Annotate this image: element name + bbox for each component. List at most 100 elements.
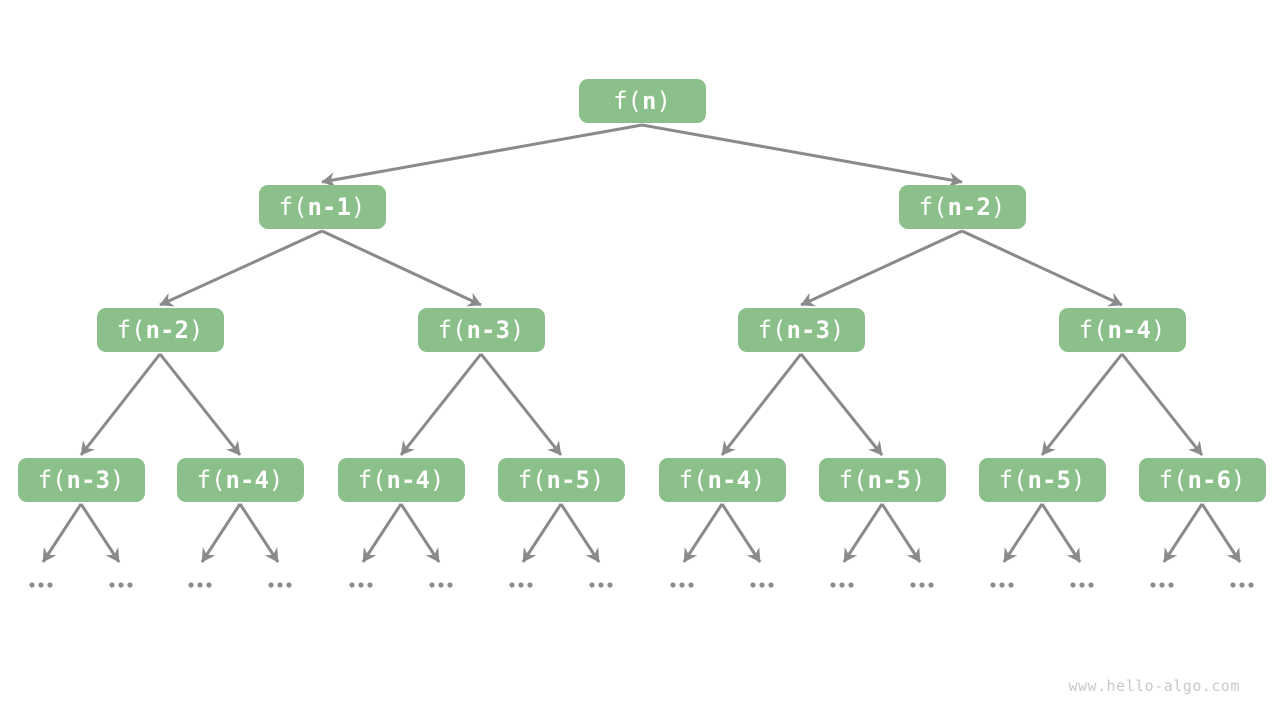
tree-node-n1: f(n-1): [258, 185, 386, 229]
tree-edge-arrow: [321, 229, 482, 307]
tree-node-n4: f(n-3): [417, 308, 545, 352]
tree-edge-arrow: [559, 503, 601, 563]
tree-node-n0: f(n): [578, 79, 706, 123]
node-label-prefix: f(: [196, 466, 226, 494]
node-label-suffix: ): [1070, 466, 1086, 494]
tree-node-n3: f(n-2): [96, 308, 224, 352]
node-label-prefix: f(: [437, 316, 467, 344]
tree-node-n9: f(n-4): [337, 458, 465, 502]
tree-edge-arrow: [880, 503, 922, 563]
ellipsis: [830, 582, 854, 588]
tree-node-n10: f(n-5): [497, 458, 625, 502]
ellipsis: [1150, 582, 1174, 588]
node-label-argument: n-1: [307, 193, 351, 221]
ellipsis: [29, 582, 53, 588]
node-label-suffix: ): [350, 193, 366, 221]
node-label-argument: n-5: [546, 466, 590, 494]
node-label-suffix: ): [509, 316, 525, 344]
node-label-suffix: ): [1150, 316, 1166, 344]
node-label-argument: n-3: [466, 316, 510, 344]
tree-node-n7: f(n-3): [17, 458, 145, 502]
ellipsis: [990, 582, 1014, 588]
node-label-suffix: ): [109, 466, 125, 494]
node-label-argument: n-4: [707, 466, 751, 494]
node-label-prefix: f(: [678, 466, 708, 494]
tree-edge-arrow: [361, 503, 403, 563]
node-label-suffix: ): [188, 316, 204, 344]
node-label-suffix: ): [990, 193, 1006, 221]
tree-node-n8: f(n-4): [176, 458, 304, 502]
tree-edge-arrow: [1040, 503, 1082, 563]
tree-edge-arrow: [399, 503, 441, 563]
tree-edge-arrow: [200, 503, 242, 563]
tree-node-n14: f(n-6): [1138, 458, 1266, 502]
ellipsis: [589, 582, 613, 588]
tree-edge-arrow: [961, 229, 1123, 307]
tree-edge-arrow: [321, 123, 643, 188]
node-label-prefix: f(: [918, 193, 948, 221]
ellipsis: [109, 582, 133, 588]
tree-edge-arrow: [159, 229, 323, 307]
tree-node-n5: f(n-3): [737, 308, 865, 352]
node-label-prefix: f(: [278, 193, 308, 221]
tree-edge-arrow: [799, 353, 884, 456]
ellipsis: [268, 582, 292, 588]
ellipsis: [910, 582, 934, 588]
tree-edge-arrow: [720, 353, 803, 456]
node-label-suffix: ): [268, 466, 284, 494]
ellipsis: [509, 582, 533, 588]
tree-node-n12: f(n-5): [818, 458, 946, 502]
tree-edge-arrow: [79, 353, 162, 456]
ellipsis: [188, 582, 212, 588]
tree-edge-arrow: [1002, 503, 1044, 563]
node-label-prefix: f(: [838, 466, 868, 494]
node-label-suffix: ): [1230, 466, 1246, 494]
tree-edge-arrow: [1120, 353, 1204, 456]
node-label-prefix: f(: [757, 316, 787, 344]
tree-edge-arrow: [79, 503, 121, 563]
node-label-argument: n-3: [786, 316, 830, 344]
tree-edge-arrow: [479, 353, 563, 456]
node-label-prefix: f(: [37, 466, 67, 494]
tree-node-n11: f(n-4): [658, 458, 786, 502]
node-label-prefix: f(: [517, 466, 547, 494]
node-label-argument: n-4: [386, 466, 430, 494]
node-label-argument: n-4: [1107, 316, 1151, 344]
node-label-suffix: ): [429, 466, 445, 494]
ellipsis: [1070, 582, 1094, 588]
node-label-argument: n-5: [1027, 466, 1071, 494]
node-label-argument: n-4: [225, 466, 269, 494]
tree-edge-arrow: [1040, 353, 1124, 456]
node-label-suffix: ): [750, 466, 766, 494]
tree-edge-arrow: [800, 229, 963, 307]
tree-edge-arrow: [1162, 503, 1204, 563]
node-label-suffix: ): [829, 316, 845, 344]
watermark: www.hello-algo.com: [1068, 677, 1240, 695]
tree-node-n13: f(n-5): [978, 458, 1106, 502]
node-label-argument: n-3: [66, 466, 110, 494]
node-label-prefix: f(: [116, 316, 146, 344]
tree-node-n2: f(n-2): [898, 185, 1026, 229]
node-label-argument: n-2: [145, 316, 189, 344]
node-label-prefix: f(: [1158, 466, 1188, 494]
tree-edge-arrow: [521, 503, 563, 563]
ellipsis: [429, 582, 453, 588]
tree-edge-arrow: [682, 503, 724, 563]
node-label-argument: n: [642, 87, 657, 115]
node-label-suffix: ): [910, 466, 926, 494]
ellipsis: [1230, 582, 1254, 588]
node-label-suffix: ): [656, 87, 671, 115]
node-label-argument: n-5: [867, 466, 911, 494]
tree-edge-arrow: [238, 503, 280, 563]
node-label-prefix: f(: [613, 87, 642, 115]
ellipsis: [670, 582, 694, 588]
node-label-suffix: ): [589, 466, 605, 494]
tree-edge-arrow: [399, 353, 483, 456]
ellipsis: [349, 582, 373, 588]
node-label-prefix: f(: [357, 466, 387, 494]
tree-edge-arrow: [41, 503, 83, 563]
node-label-prefix: f(: [1078, 316, 1108, 344]
tree-node-n6: f(n-4): [1058, 308, 1186, 352]
